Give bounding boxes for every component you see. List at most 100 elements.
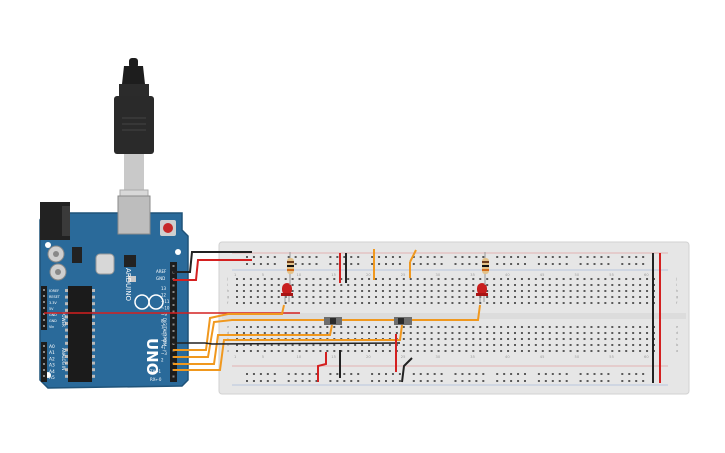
analog-pin-label: A2: [49, 356, 55, 362]
column-number: 55: [609, 355, 614, 359]
crystal: [95, 253, 115, 275]
column-number: 15: [331, 273, 336, 277]
column-number: 60: [644, 273, 649, 277]
column-number: 50: [575, 273, 580, 277]
wire-orange-switch2[interactable]: [173, 324, 403, 371]
aref-label: AREF: [156, 269, 167, 274]
power-pin-label: IOREF: [49, 289, 59, 293]
column-number: 1: [234, 355, 236, 359]
power-pin-label: Vin: [49, 325, 54, 329]
chip-pins: [65, 289, 95, 378]
power-pin-label: GND: [49, 319, 57, 323]
column-number: 45: [540, 355, 545, 359]
resistor-2[interactable]: [482, 252, 489, 285]
row-letter: d: [227, 331, 229, 335]
column-numbers: 1155101015152020252530303535404045455050…: [234, 273, 649, 359]
row-letter: j: [675, 277, 677, 281]
analog-header[interactable]: [41, 342, 47, 382]
digital-header[interactable]: [170, 262, 177, 382]
column-number: 20: [366, 355, 371, 359]
mounting-hole: [175, 249, 181, 255]
wire-black-bottom[interactable]: [401, 357, 413, 383]
row-letter: c: [676, 337, 678, 341]
led-2[interactable]: [476, 283, 488, 302]
row-letter: j: [226, 277, 228, 281]
digital-pin-label: 8: [161, 319, 164, 324]
column-number: 25: [401, 355, 406, 359]
row-letter: d: [676, 331, 678, 335]
row-letter: b: [676, 343, 679, 347]
row-letter: g: [227, 295, 229, 299]
digital-pin-label: ~11: [161, 299, 170, 304]
wire-5v-red[interactable]: [173, 259, 252, 281]
wire-orange-jumper[interactable]: [409, 249, 417, 263]
column-number: 30: [436, 273, 441, 277]
digital-pin-label: ~5: [161, 338, 167, 343]
resistor-1[interactable]: [287, 252, 294, 285]
digital-pin-label: 2: [161, 358, 164, 363]
wires[interactable]: [44, 249, 661, 383]
analog-pin-label: A4: [49, 369, 55, 375]
column-number: 50: [575, 355, 580, 359]
row-letter: f: [676, 301, 678, 305]
breadboard[interactable]: 1155101015152020252530303535404045455050…: [218, 241, 690, 395]
power-pin-label: 3.3V: [49, 301, 57, 305]
wire-orange-led2[interactable]: [173, 304, 481, 358]
wire-orange-switch1[interactable]: [173, 324, 333, 365]
slide-switch-1[interactable]: [324, 317, 342, 325]
digital-pin-label: 4: [161, 345, 164, 350]
column-number: 35: [470, 273, 475, 277]
wire-red-bottom[interactable]: [317, 352, 327, 382]
wire-gnd-black[interactable]: [173, 251, 252, 273]
digital-pin-label: ~10: [161, 306, 170, 311]
column-number: 10: [297, 273, 302, 277]
row-letter: f: [227, 301, 229, 305]
row-letter: i: [676, 283, 677, 287]
power-pin-label: 5V: [49, 307, 54, 311]
analog-label: ANALOG IN: [61, 348, 66, 370]
row-letter: h: [676, 289, 678, 293]
row-letter: e: [676, 325, 679, 329]
power-pin-labels: IOREF RESET 3.3V 5V GND GND Vin: [49, 289, 61, 329]
mounting-hole: [45, 242, 51, 248]
wire-black-switch[interactable]: [173, 342, 401, 345]
slide-switch-2[interactable]: [394, 317, 412, 325]
row-letter: g: [676, 295, 678, 299]
wire-orange-led1[interactable]: [173, 304, 285, 351]
digital-pin-label: ~9: [161, 312, 167, 317]
digital-pin-label: 12: [161, 293, 167, 298]
row-letter: a: [676, 349, 678, 353]
digital-pin-label: ~6: [161, 332, 167, 337]
row-letter: a: [227, 349, 229, 353]
arduino-brand-text: ARDUINO: [124, 268, 132, 301]
column-number: 45: [540, 273, 545, 277]
arduino-uno-board[interactable]: ARDUINO UNO DIGITAL (PWM~) AREF GND TX→1…: [39, 195, 189, 389]
row-letter: b: [227, 343, 230, 347]
column-number: 5: [262, 273, 264, 277]
analog-pin-label: A5: [49, 375, 55, 381]
column-number: 5: [262, 355, 264, 359]
power-pin-label: GND: [49, 313, 57, 317]
digital-label: DIGITAL (PWM~): [162, 318, 167, 352]
led-1[interactable]: [281, 283, 293, 302]
usb-port: [117, 195, 151, 235]
analog-pin-label: A1: [49, 350, 55, 356]
column-number: 40: [505, 355, 510, 359]
tx-label: TX→1: [149, 369, 162, 374]
analog-pin-label: A3: [49, 363, 55, 369]
analog-pin-label: A0: [49, 344, 55, 350]
row-letter: i: [227, 283, 228, 287]
digital-pin-label: 7: [161, 325, 164, 330]
power-pin-label: RESET: [49, 295, 61, 299]
digital-pin-label: 13: [161, 286, 167, 291]
column-number: 55: [609, 273, 614, 277]
column-number: 35: [470, 355, 475, 359]
column-number: 60: [644, 355, 649, 359]
row-letter: h: [227, 289, 229, 293]
arduino-model-text: UNO: [143, 338, 161, 376]
power-label: POWER: [61, 312, 66, 327]
atmega-chip: [68, 286, 92, 382]
column-number: 30: [436, 355, 441, 359]
